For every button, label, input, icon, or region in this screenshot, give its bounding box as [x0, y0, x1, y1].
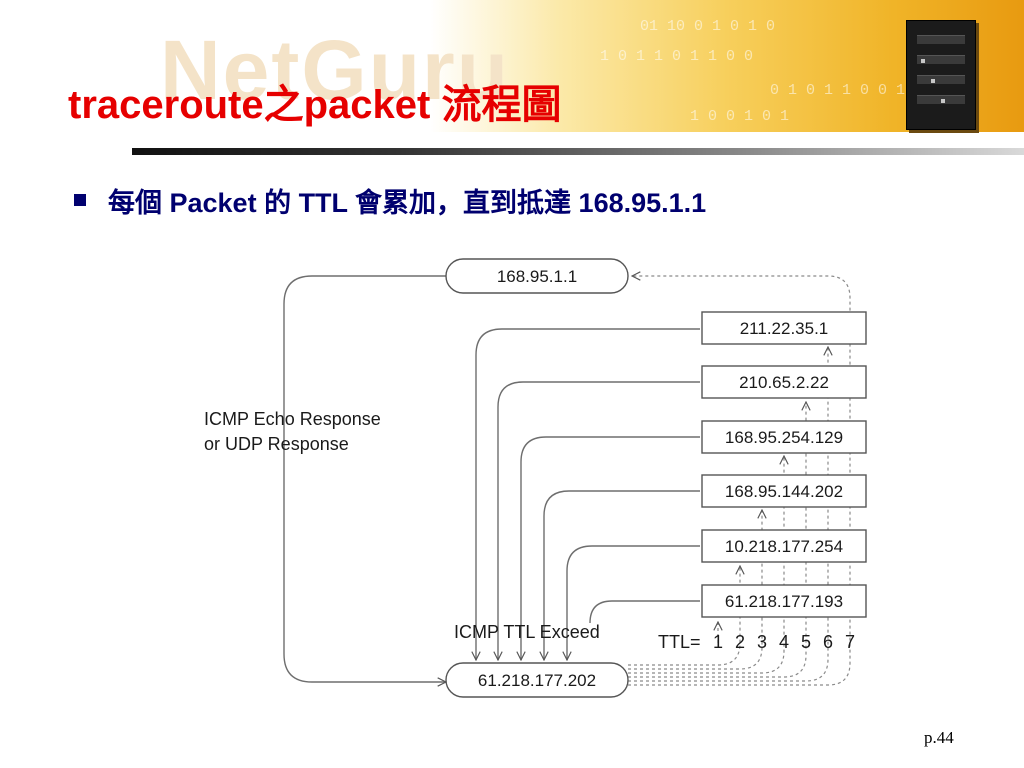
- ttl-value: 3: [757, 632, 767, 652]
- icmp-return-line: [567, 545, 700, 660]
- hop-label: 10.218.177.254: [725, 537, 843, 556]
- icmp-return-line: [589, 600, 700, 624]
- binary-decoration: 1 0 1 1 0 1 1 0 0: [600, 48, 754, 65]
- ttl-label: TTL=: [658, 632, 701, 652]
- hop-label: 61.218.177.193: [725, 592, 843, 611]
- netguru-watermark: NetGuru: [160, 23, 510, 117]
- server-icon: [906, 20, 976, 130]
- icmp-exceed-label: ICMP TTL Exceed: [454, 622, 600, 642]
- page-number: p.44: [924, 728, 954, 747]
- ttl-value: 7: [845, 632, 855, 652]
- icmp-return-line: [498, 381, 700, 660]
- hop-label: 168.95.144.202: [725, 482, 843, 501]
- ttl-value: 4: [779, 632, 789, 652]
- hop-box: [701, 474, 867, 508]
- icmp-return-line: [476, 328, 700, 660]
- icmp-return-line: [544, 490, 700, 660]
- hop-box: [701, 420, 867, 454]
- binary-decoration: 0 1 0 1 1 0 0 1: [770, 82, 906, 99]
- bullet-text: 每個 Packet 的 TTL 會累加，直到抵達 168.95.1.1: [108, 188, 707, 218]
- hop-label: 211.22.35.1: [740, 319, 829, 338]
- hop-box: [701, 584, 867, 618]
- slide-title: traceroute之packet 流程圖: [68, 83, 562, 127]
- echo-response-label: ICMP Echo Response: [204, 409, 381, 429]
- hop-box: [701, 529, 867, 563]
- ttl-value: 5: [801, 632, 811, 652]
- echo-response-label: or UDP Response: [204, 434, 349, 454]
- echo-response-line: [283, 275, 446, 682]
- destination-label: 168.95.1.1: [497, 267, 577, 286]
- binary-decoration: 1 0 0 1 0 1: [690, 108, 790, 125]
- bullet-square-icon: [74, 194, 86, 206]
- ttl-path: [628, 566, 740, 666]
- ttl-path: [628, 402, 806, 678]
- destination-node: [445, 258, 629, 294]
- hop-box: [701, 365, 867, 399]
- ttl-path: [628, 456, 784, 674]
- hop-box: [701, 311, 867, 345]
- source-label: 61.218.177.202: [478, 671, 596, 690]
- binary-decoration: 01 10 0 1 0 1 0: [640, 18, 776, 35]
- hop-label: 210.65.2.22: [739, 373, 829, 392]
- icmp-return-line: [521, 436, 700, 660]
- ttl-value: 2: [735, 632, 745, 652]
- hop-label: 168.95.254.129: [725, 428, 843, 447]
- ttl-value: 1: [713, 632, 723, 652]
- source-node: [445, 662, 629, 698]
- title-divider: [132, 148, 1024, 155]
- ttl-value: 6: [823, 632, 833, 652]
